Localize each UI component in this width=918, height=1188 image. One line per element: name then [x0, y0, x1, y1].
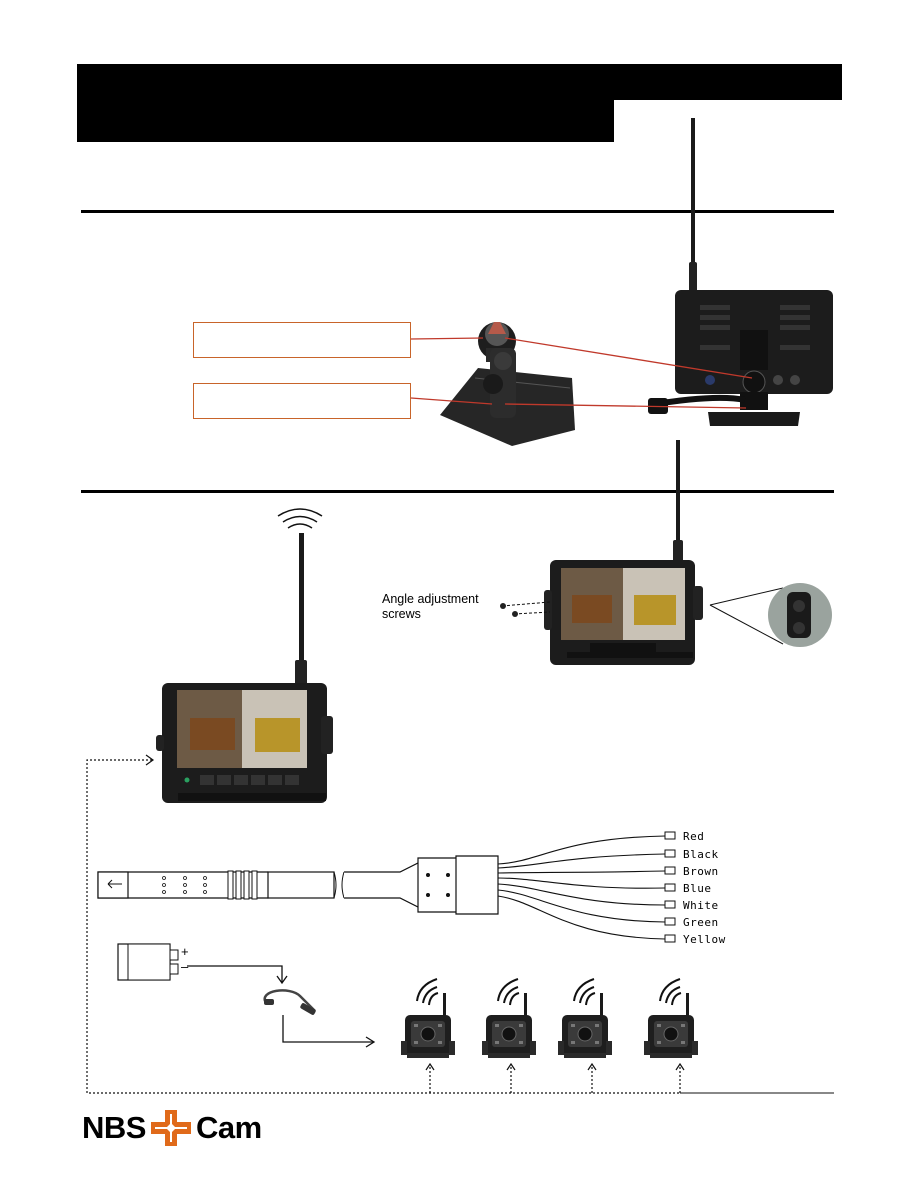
wire-label-yellow: Yellow	[683, 933, 726, 946]
logo-text-right: Cam	[195, 1110, 262, 1145]
angle-adjustment-line2: screws	[382, 607, 421, 621]
section-divider-mounting	[81, 210, 834, 213]
section-divider-installation	[81, 490, 834, 493]
signal-path-dotted	[86, 759, 834, 1094]
leader-lines	[410, 337, 753, 409]
mount-base-part	[440, 348, 575, 446]
power-cable-harness	[97, 831, 676, 943]
angle-adjustment-label: Angle adjustment screws	[382, 592, 479, 622]
wireless-camera	[401, 978, 455, 1058]
monitor-rear-view	[648, 118, 833, 426]
mount-base-callout-box	[193, 383, 411, 419]
wire-label-blue: Blue	[683, 882, 712, 895]
title-bar	[77, 64, 842, 100]
wireless-camera	[482, 978, 536, 1058]
battery-minus-label: –	[181, 959, 189, 974]
wire-label-black: Black	[683, 848, 719, 861]
mount-head-callout-box	[193, 322, 411, 358]
wireless-camera	[644, 978, 698, 1058]
knob-detail-inset	[709, 583, 832, 647]
brand-logo: NBS Cam	[82, 1108, 262, 1148]
camera-signal-arrows	[429, 1066, 681, 1093]
camera-power-cable	[263, 989, 376, 1048]
title-bar-extension	[77, 100, 614, 142]
logo-cross-icon	[150, 1110, 191, 1146]
wire-label-red: Red	[683, 830, 705, 843]
angle-adjustment-line1: Angle adjustment	[382, 592, 479, 606]
wire-label-white: White	[683, 899, 719, 912]
battery	[117, 943, 288, 985]
monitor-front-left	[156, 508, 333, 803]
wire-label-brown: Brown	[683, 865, 719, 878]
wire-label-green: Green	[683, 916, 719, 929]
wireless-cameras	[401, 978, 698, 1058]
logo-text-left: NBS	[82, 1110, 146, 1145]
battery-plus-label: +	[181, 944, 189, 959]
monitor-front-right	[500, 440, 703, 665]
wireless-camera	[558, 978, 612, 1058]
